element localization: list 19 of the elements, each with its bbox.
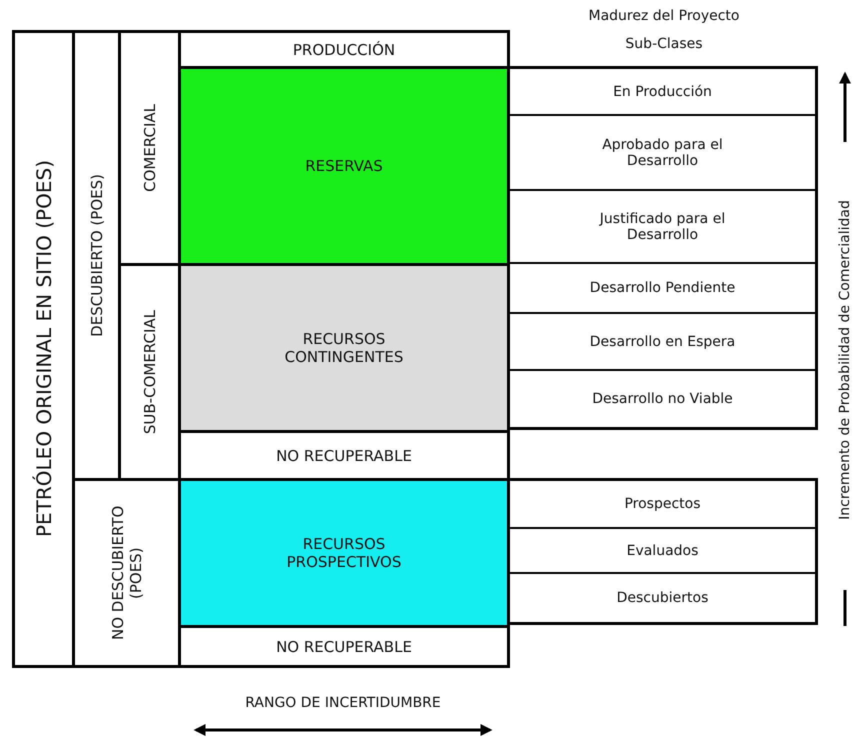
subclass-row: Desarrollo no Viable — [510, 370, 818, 430]
class-box: PRODUCCIÓN — [178, 30, 510, 69]
heading-label: Sub-Clases — [625, 36, 703, 52]
class-box: NO RECUPERABLE — [178, 625, 510, 668]
subclass-row: Desarrollo en Espera — [510, 313, 818, 370]
subclass-row: Justificado para el Desarrollo — [510, 190, 818, 263]
subclass-row: Aprobado para el Desarrollo — [510, 115, 818, 190]
class-box: RESERVAS — [178, 66, 510, 266]
subclass-row: En Producción — [510, 66, 818, 115]
axis-label: Incremento de Probabilidad de Comercialidad — [837, 200, 853, 520]
class-box: RECURSOS PROSPECTIVOS — [178, 478, 510, 628]
subclass-row: Desarrollo Pendiente — [510, 263, 818, 313]
category-column: PETRÓLEO ORIGINAL EN SITIO (POES) — [12, 30, 75, 668]
heading-label: Madurez del Proyecto — [588, 8, 740, 24]
subclass-row: Prospectos — [510, 478, 818, 528]
subclass-row: Descubiertos — [510, 573, 818, 625]
heading-label: RANGO DE INCERTIDUMBRE — [245, 695, 441, 711]
subclass-row: Evaluados — [510, 528, 818, 573]
class-box: RECURSOS CONTINGENTES — [178, 263, 510, 433]
